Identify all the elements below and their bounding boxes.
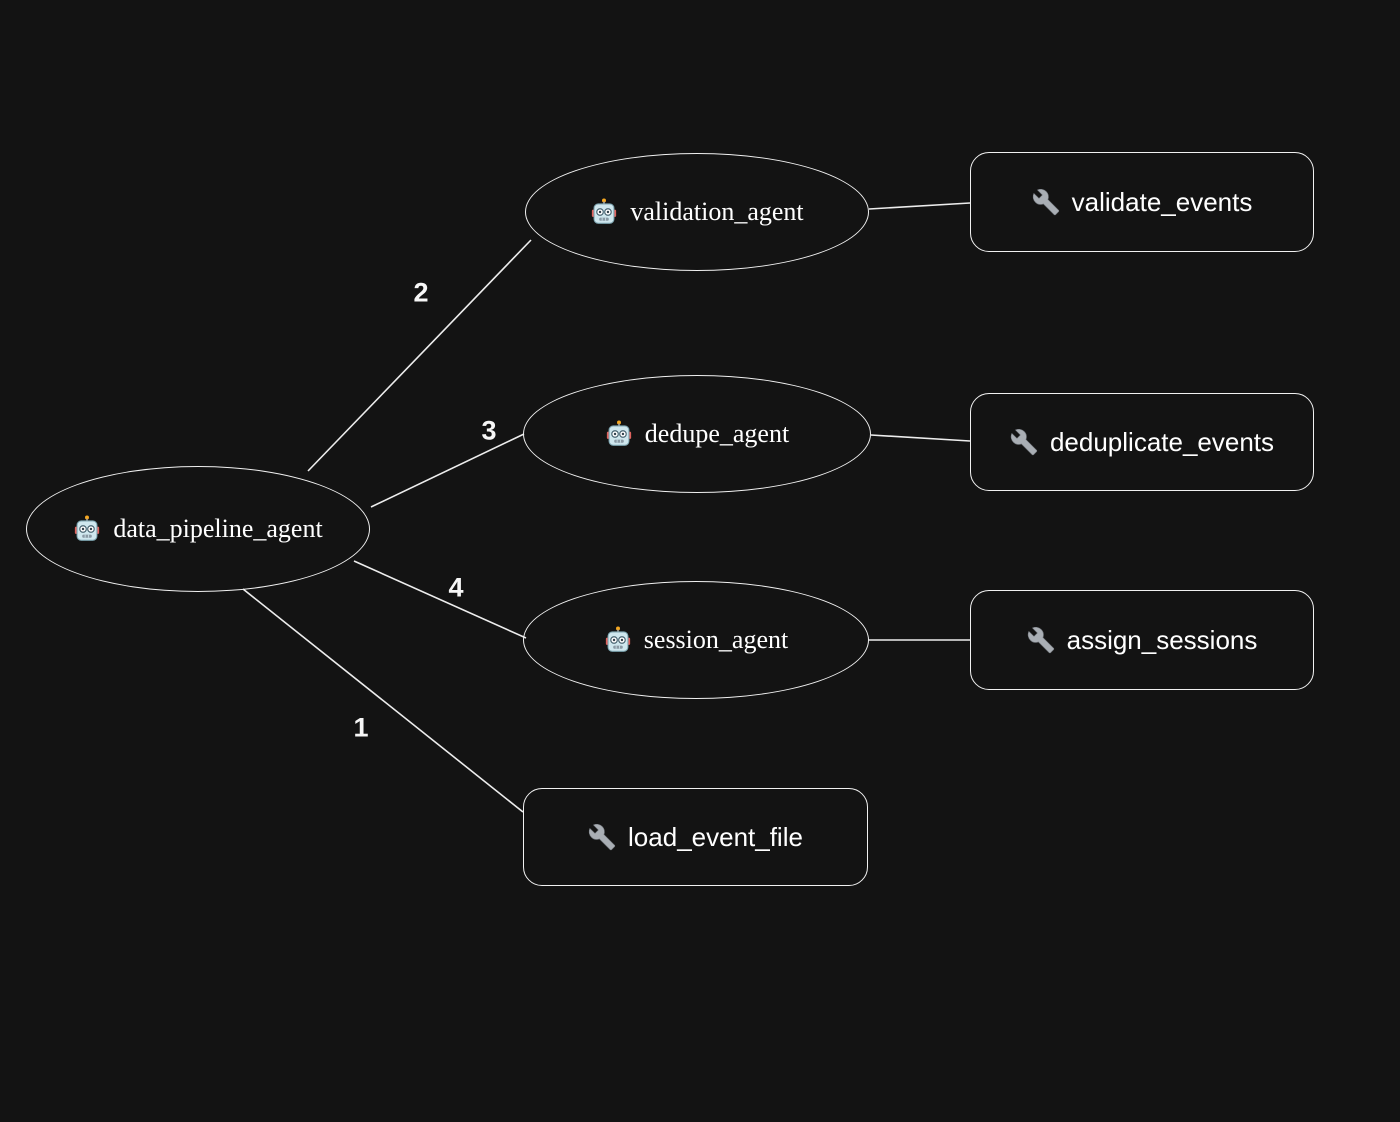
wrench-icon — [1032, 188, 1060, 216]
robot-icon — [605, 420, 633, 448]
node-data-pipeline-agent[interactable]: data_pipeline_agent — [26, 466, 370, 592]
robot-icon — [73, 515, 101, 543]
edge-data-pipeline-agent-to-dedupe-agent — [370, 433, 525, 508]
edge-label-1: 1 — [353, 712, 369, 743]
edge-data-pipeline-agent-to-load-event-file — [242, 588, 524, 813]
node-label-data-pipeline-agent: data_pipeline_agent — [113, 514, 323, 543]
node-validation-agent[interactable]: validation_agent — [525, 153, 869, 271]
edge-label-2: 2 — [413, 277, 429, 308]
robot-icon — [590, 198, 618, 226]
node-session-agent[interactable]: session_agent — [523, 581, 869, 699]
node-assign-sessions[interactable]: assign_sessions — [970, 590, 1314, 690]
node-label-load-event-file: load_event_file — [628, 821, 803, 852]
node-label-deduplicate-events: deduplicate_events — [1049, 426, 1275, 457]
node-label-validate-events: validate_events — [1071, 186, 1253, 217]
node-label-session-agent: session_agent — [643, 625, 789, 654]
wrench-icon — [1027, 626, 1055, 654]
node-label-validation-agent: validation_agent — [630, 197, 804, 226]
node-validate-events[interactable]: validate_events — [970, 152, 1314, 252]
node-deduplicate-events[interactable]: deduplicate_events — [970, 393, 1314, 491]
edge-label-3: 3 — [481, 415, 497, 446]
edge-validation-agent-to-validate-events — [868, 202, 971, 210]
edge-data-pipeline-agent-to-validation-agent — [307, 239, 532, 472]
edge-data-pipeline-agent-to-session-agent — [353, 560, 527, 639]
wrench-icon — [588, 823, 616, 851]
node-label-dedupe-agent: dedupe_agent — [644, 419, 790, 448]
robot-icon — [604, 626, 632, 654]
node-load-event-file[interactable]: load_event_file — [523, 788, 868, 886]
edge-label-4: 4 — [448, 572, 464, 603]
node-dedupe-agent[interactable]: dedupe_agent — [523, 375, 871, 493]
wrench-icon — [1010, 428, 1038, 456]
edge-dedupe-agent-to-deduplicate-events — [870, 434, 971, 442]
node-label-assign-sessions: assign_sessions — [1066, 624, 1258, 655]
